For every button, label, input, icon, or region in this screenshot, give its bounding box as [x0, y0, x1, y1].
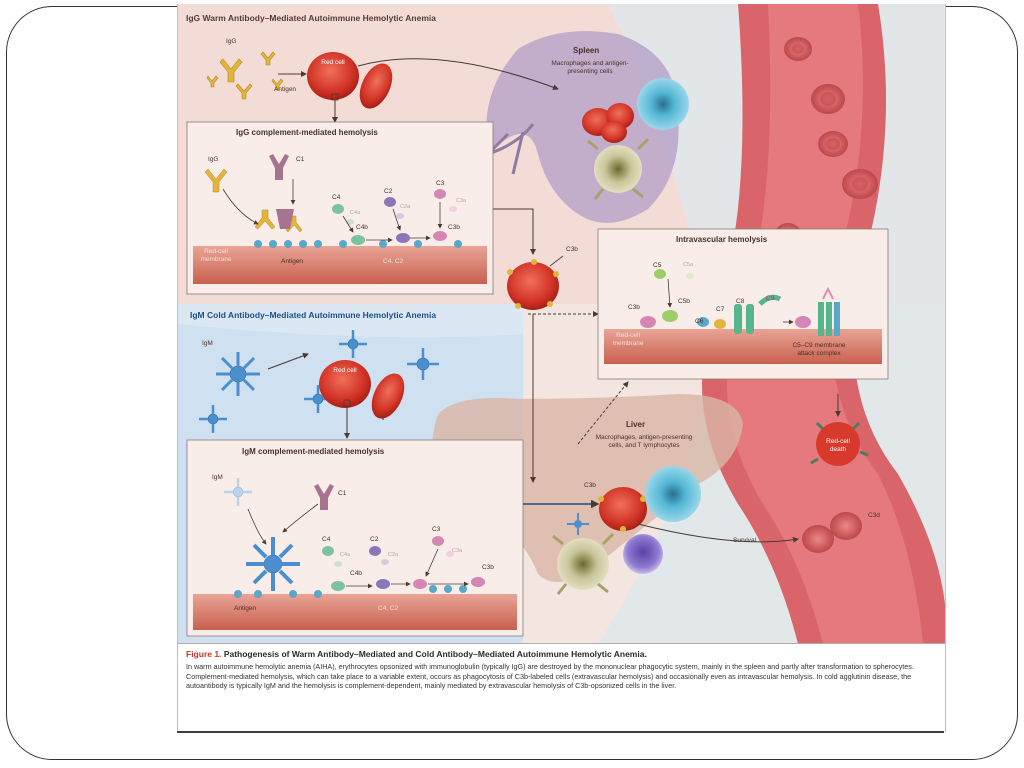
- igg-label: IgG: [226, 38, 237, 45]
- caption-body: In warm autoimmune hemolytic anemia (AIH…: [186, 662, 914, 691]
- red-cell-cold: [319, 360, 371, 408]
- igg-box-c2: C2: [384, 188, 393, 195]
- figure-bottom-rule: [177, 731, 944, 733]
- igm-box-c3b: C3b: [482, 564, 494, 571]
- warm-section-title: IgG Warm Antibody–Mediated Autoimmune He…: [186, 13, 436, 23]
- red-cell-death: [810, 394, 869, 466]
- igg-box-c3a: C3a: [456, 198, 467, 204]
- liver-c3b-label: C3b: [584, 482, 596, 489]
- antigen-label: Antigen: [274, 86, 297, 93]
- intra-c5: C5: [653, 262, 662, 269]
- igm-box-c2a: C2a: [388, 552, 399, 558]
- figure-number: Figure 1.: [186, 649, 222, 659]
- vessel-red-cells: [775, 37, 878, 245]
- igg-box-igg: IgG: [208, 156, 219, 163]
- igm-box-c4c2: C4, C2: [378, 605, 399, 612]
- igg-box-c4b: C4b: [356, 224, 368, 231]
- igm-box-c4: C4: [322, 536, 331, 543]
- igg-box-membrane: Red-cell membrane: [200, 248, 232, 263]
- liver-title: Liver: [626, 420, 646, 429]
- igm-box-c3a: C3a: [452, 548, 463, 554]
- mac-complex: [640, 269, 840, 336]
- igm-box-c4b: C4b: [350, 570, 362, 577]
- survival-label: Survival: [733, 537, 757, 544]
- intra-c9: C9: [766, 295, 775, 302]
- c3b-coated-red-cell: [507, 262, 559, 310]
- igg-box-c3b: C3b: [448, 224, 460, 231]
- intra-membrane: Red-cell membrane: [612, 332, 644, 347]
- intra-c5b: C5b: [678, 298, 690, 305]
- igm-box-igm: IgM: [212, 474, 223, 481]
- spleen-cells: [582, 78, 689, 200]
- spleen-description: Macrophages and antigen-presenting cells: [551, 60, 629, 75]
- igm-box-antigen: Antigen: [234, 605, 257, 612]
- igg-box-c2a: C2a: [400, 204, 411, 210]
- red-cell-label: Red cell: [321, 59, 345, 66]
- red-cell-death-label: Red-cell death: [826, 438, 850, 453]
- igm-label: IgM: [202, 340, 213, 347]
- igm-box-c4a: C4a: [340, 552, 351, 558]
- intravascular-title: Intravascular hemolysis: [676, 235, 768, 244]
- igg-box-title: IgG complement-mediated hemolysis: [236, 128, 378, 137]
- igg-box-c4a: C4a: [350, 210, 361, 216]
- pathogenesis-diagram: [178, 4, 945, 644]
- c3b-cell-label: C3b: [566, 246, 578, 253]
- igm-box-c2: C2: [370, 536, 379, 543]
- igm-box-c3: C3: [432, 526, 441, 533]
- igg-box-c4c2: C4, C2: [383, 258, 404, 265]
- igm-box-c1: C1: [338, 490, 347, 497]
- figure-panel: IgG Warm Antibody–Mediated Autoimmune He…: [177, 4, 946, 732]
- figure-caption: Figure 1. Pathogenesis of Warm Antibody–…: [178, 643, 945, 732]
- igg-antibodies: [206, 51, 284, 100]
- igm-box-title: IgM complement-mediated hemolysis: [242, 447, 385, 456]
- igg-box-c4: C4: [332, 194, 341, 201]
- igg-membrane: [193, 246, 487, 284]
- igg-box-c1: C1: [296, 156, 305, 163]
- intra-c5a: C5a: [683, 262, 694, 268]
- caption-title-line: Figure 1. Pathogenesis of Warm Antibody–…: [186, 649, 647, 659]
- red-cell-cold-label: Red cell: [333, 367, 357, 374]
- caption-title: Pathogenesis of Warm Antibody–Mediated a…: [223, 649, 647, 659]
- spleen-title: Spleen: [573, 46, 600, 55]
- c3d-label: C3d: [868, 512, 880, 519]
- liver-cells: [552, 466, 862, 595]
- red-cell-warm: [307, 52, 359, 100]
- cold-section-title: IgM Cold Antibody–Mediated Autoimmune He…: [190, 310, 437, 320]
- igg-complement-factors: [332, 189, 457, 245]
- liver-description: Macrophages, antigen-presenting cells, a…: [595, 434, 693, 449]
- intra-c3b: C3b: [628, 304, 640, 311]
- intra-c6: C6: [695, 318, 704, 325]
- intra-c7: C7: [716, 306, 725, 313]
- intra-mac-label: C5–C9 membrane attack complex: [792, 342, 846, 357]
- igg-box-c3: C3: [436, 180, 445, 187]
- igg-box-antigen: Antigen: [281, 258, 304, 265]
- intra-c8: C8: [736, 298, 745, 305]
